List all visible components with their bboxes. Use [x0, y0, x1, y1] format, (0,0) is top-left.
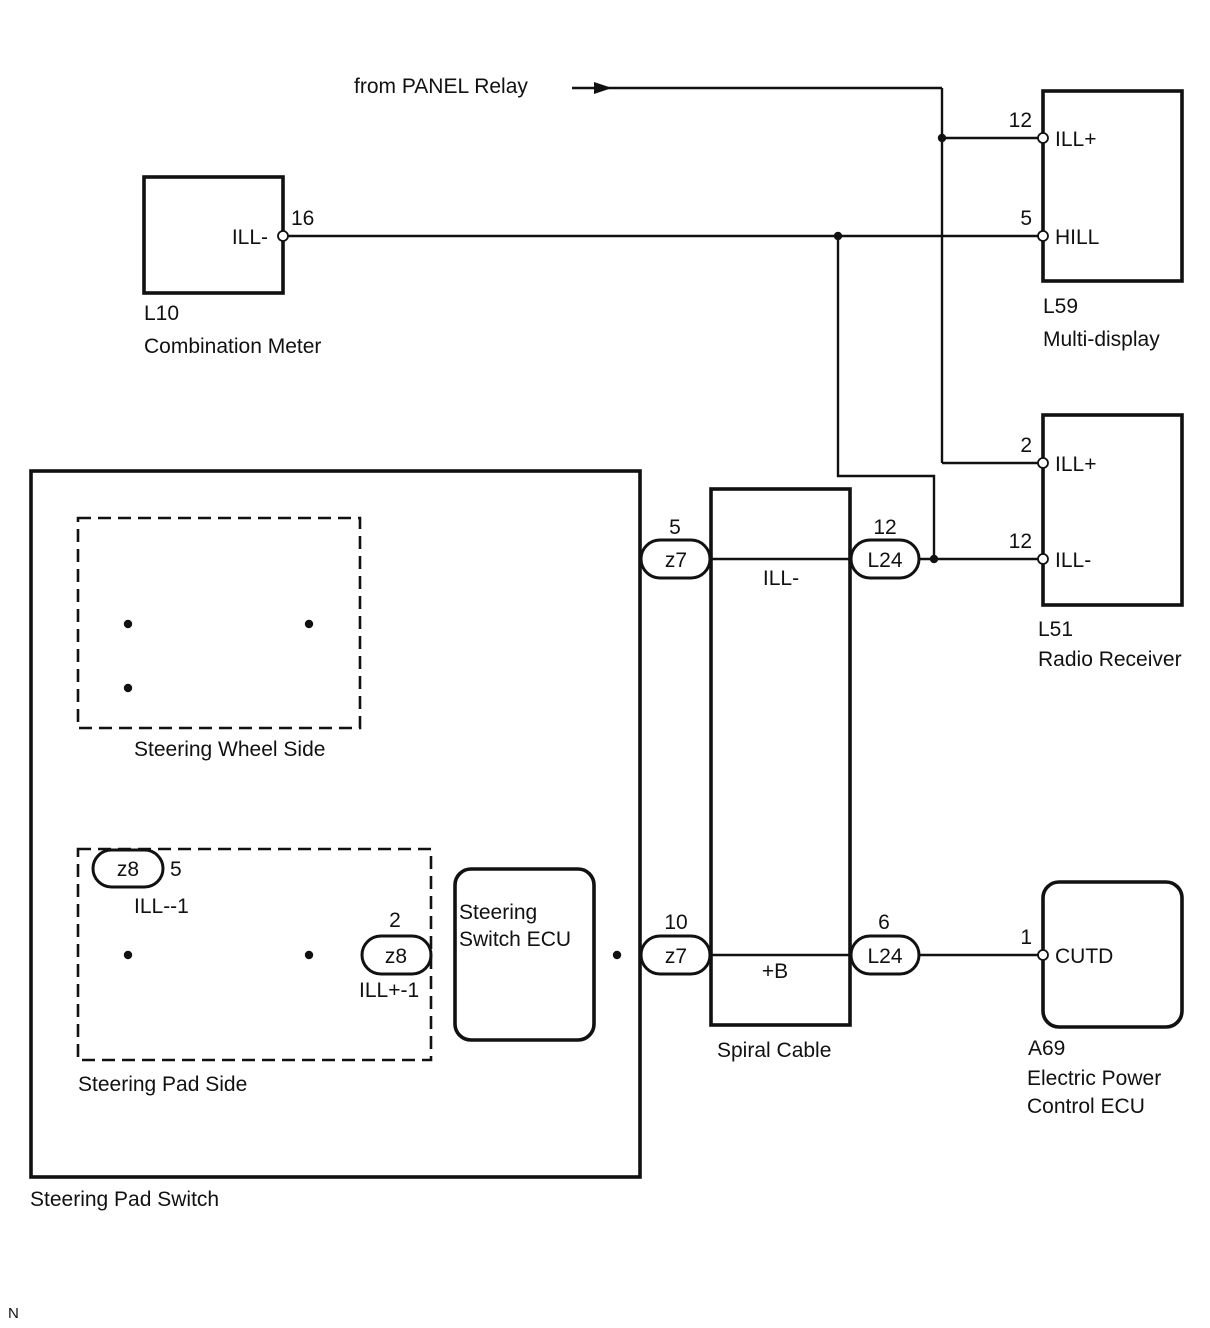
terminal-pin — [277, 230, 289, 242]
combination-meter-box — [142, 175, 285, 295]
junction-dot — [304, 950, 314, 960]
junction-dot — [929, 554, 939, 564]
arrow-right-icon — [594, 82, 612, 94]
terminal-pin — [1037, 457, 1049, 469]
steering-switch-ecu-line1: Steering — [459, 901, 537, 924]
l59-component-name: Multi-display — [1043, 328, 1160, 351]
a69-terminal: CUTD — [1055, 945, 1113, 968]
l51-terminal-2: ILL- — [1055, 549, 1091, 572]
ill-minus-branch-wire — [836, 236, 936, 559]
connector-z7-top — [639, 538, 712, 580]
spiral-wire-bottom-label: +B — [762, 960, 788, 983]
junction-dot — [123, 683, 133, 693]
l51-pin-2: 12 — [1009, 530, 1032, 553]
a69-component-name-line1: Electric Power — [1027, 1067, 1161, 1090]
l10-pin-number: 16 — [291, 207, 314, 230]
connector-z8-right — [360, 934, 433, 976]
z8-right-pin: 2 — [389, 909, 401, 932]
connector-l24-top — [849, 538, 921, 580]
connector-l24-bottom — [849, 934, 921, 976]
z7-top-pin: 5 — [669, 516, 681, 539]
steering-pad-switch-box — [29, 469, 642, 1179]
spiral-cable-box — [709, 487, 852, 1027]
junction-dot — [304, 619, 314, 629]
junction-dots — [123, 133, 947, 960]
junction-dot — [123, 950, 133, 960]
junction-dot — [833, 231, 843, 241]
a69-component-name-line2: Control ECU — [1027, 1095, 1145, 1118]
connector-z7-bottom — [639, 934, 712, 976]
steering-switch-ecu-line2: Switch ECU — [459, 928, 571, 951]
l24-top-name: L24 — [867, 549, 902, 572]
l59-pin-1: 12 — [1009, 109, 1032, 132]
l59-component-id: L59 — [1043, 295, 1078, 318]
z8-left-pin: 5 — [170, 858, 182, 881]
a69-pin: 1 — [1020, 926, 1032, 949]
terminal-pin — [1037, 553, 1049, 565]
l24-bottom-pin: 6 — [878, 911, 890, 934]
z8-right-signal: ILL+-1 — [359, 979, 419, 1002]
terminal-pin — [1037, 230, 1049, 242]
l24-top-pin: 12 — [873, 516, 896, 539]
steering-wheel-side-area — [76, 516, 362, 730]
corner-mark: N — [8, 1305, 19, 1322]
connector-z8-left — [91, 848, 165, 889]
z7-bottom-name: z7 — [665, 945, 687, 968]
steering-pad-switch-label: Steering Pad Switch — [30, 1188, 219, 1211]
l24-bottom-name: L24 — [867, 945, 902, 968]
l51-terminal-1: ILL+ — [1055, 453, 1096, 476]
terminal-pin — [1037, 132, 1049, 144]
l59-terminal-1: ILL+ — [1055, 128, 1096, 151]
steering-pad-side-area — [76, 847, 433, 1062]
l10-terminal-label: ILL- — [232, 226, 268, 249]
z8-left-name: z8 — [117, 858, 139, 881]
steering-pad-side-label: Steering Pad Side — [78, 1073, 247, 1096]
a69-component-id: A69 — [1028, 1037, 1065, 1060]
l10-component-id: L10 — [144, 302, 179, 325]
junction-dot — [123, 619, 133, 629]
steering-switch-ecu-box — [453, 867, 596, 1042]
terminal-pin — [1037, 949, 1049, 961]
l59-terminal-2: HILL — [1055, 226, 1099, 249]
z7-top-name: z7 — [665, 549, 687, 572]
relay-source-label: from PANEL Relay — [354, 75, 528, 98]
z8-right-name: z8 — [385, 945, 407, 968]
radio-receiver-box — [1041, 413, 1184, 607]
l10-component-name: Combination Meter — [144, 335, 321, 358]
steering-wheel-side-label: Steering Wheel Side — [134, 738, 325, 761]
l51-pin-1: 2 — [1020, 434, 1032, 457]
junction-dot — [937, 133, 947, 143]
spiral-cable-label: Spiral Cable — [717, 1039, 831, 1062]
multi-display-box — [1041, 89, 1184, 283]
l51-component-name: Radio Receiver — [1038, 648, 1182, 671]
l51-component-id: L51 — [1038, 618, 1073, 641]
l59-pin-2: 5 — [1020, 207, 1032, 230]
junction-dot — [612, 950, 622, 960]
z8-left-signal: ILL--1 — [134, 895, 189, 918]
terminal-pins — [277, 132, 1049, 961]
z7-bottom-pin: 10 — [664, 911, 687, 934]
spiral-wire-top-label: ILL- — [763, 567, 799, 590]
